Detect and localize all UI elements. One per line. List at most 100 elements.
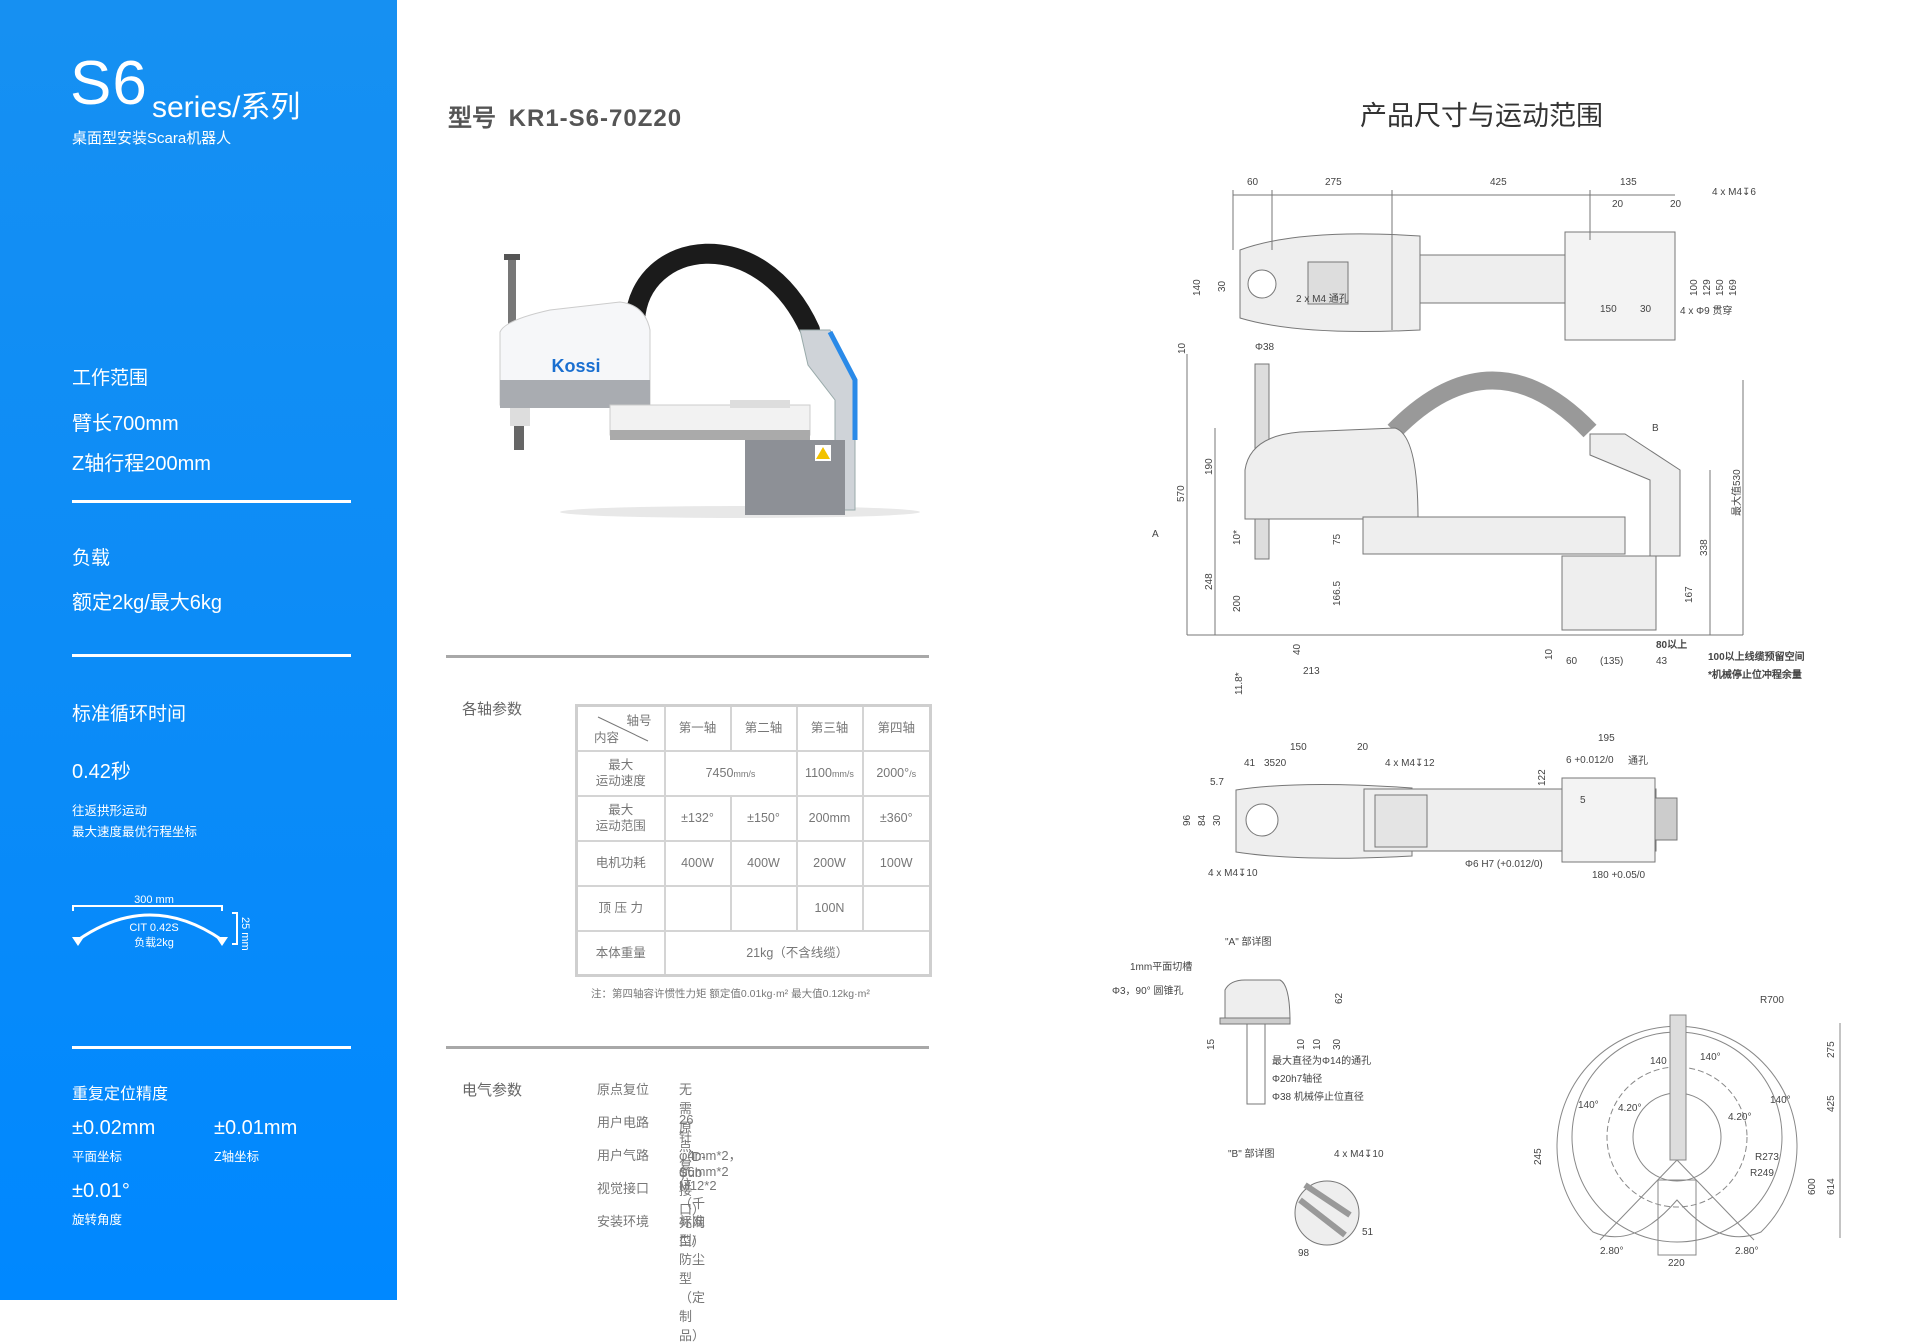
svg-text:150: 150 <box>1600 304 1617 315</box>
workspace-drawing <box>1556 1014 1841 1256</box>
svg-text:5: 5 <box>1580 795 1586 806</box>
repeat-xy-value: ±0.02mm <box>72 1117 156 1139</box>
svg-text:245: 245 <box>1533 1148 1544 1165</box>
detail-a-drawing <box>1219 979 1291 1105</box>
svg-text:10: 10 <box>1312 1038 1323 1050</box>
svg-text:4 x M4↧6: 4 x M4↧6 <box>1712 187 1756 198</box>
svg-text:6 +0.012/0: 6 +0.012/0 <box>1566 755 1614 766</box>
drawings-title: 产品尺寸与运动范围 <box>1360 101 1603 131</box>
svg-text:51: 51 <box>1362 1227 1374 1238</box>
svg-text:最大直径为Φ14的通孔: 最大直径为Φ14的通孔 <box>1272 1054 1371 1067</box>
cell: 200W <box>795 839 864 887</box>
svg-text:200: 200 <box>1232 595 1243 612</box>
svg-text:30: 30 <box>1212 814 1223 826</box>
svg-text:248: 248 <box>1204 573 1215 590</box>
svg-text:80以上: 80以上 <box>1656 638 1687 651</box>
arm-length: 臂长700mm <box>72 413 179 435</box>
corner-axis-label: 轴号 <box>626 714 652 728</box>
repeat-z-label: Z轴坐标 <box>214 1150 260 1164</box>
axis-params-table: 轴号 内容 第一轴 第二轴 第三轴 第四轴 最大运动速度 7450mm/s 11… <box>575 704 932 977</box>
svg-text:100以上线缆预留空间: 100以上线缆预留空间 <box>1708 650 1805 663</box>
svg-text:75: 75 <box>1332 533 1343 545</box>
detail-b-labels: "B" 部详图 4 x M4↧10 51 98 <box>1228 1147 1384 1259</box>
cell <box>729 884 798 932</box>
diagram-load: 负载2kg <box>134 935 174 949</box>
series-name: S6 <box>70 49 148 118</box>
header-axis-2: 第二轴 <box>729 704 798 752</box>
weight-value: 21kg（不含线缆） <box>663 929 932 977</box>
payload-title: 负载 <box>72 548 111 569</box>
svg-text:Φ38: Φ38 <box>1255 342 1275 353</box>
axis-params-title: 各轴参数 <box>462 701 523 718</box>
bottom-view-drawing <box>1235 777 1678 863</box>
svg-text:"B" 部详图: "B" 部详图 <box>1228 1147 1275 1160</box>
svg-text:600: 600 <box>1807 1178 1818 1195</box>
z-stroke: Z轴行程200mm <box>72 453 211 475</box>
svg-text:180 +0.05/0: 180 +0.05/0 <box>1592 870 1646 881</box>
speed-j4: 2000°/s <box>861 749 932 797</box>
cell: 100W <box>861 839 932 887</box>
svg-text:84: 84 <box>1197 814 1208 826</box>
svg-text:150: 150 <box>1290 742 1307 753</box>
cycle-note-2: 最大速度最优行程坐标 <box>72 825 198 839</box>
svg-text:169: 169 <box>1728 279 1739 296</box>
svg-text:140: 140 <box>1192 279 1203 296</box>
svg-text:10*: 10* <box>1232 530 1243 545</box>
svg-text:40: 40 <box>1292 643 1303 655</box>
work-range-title: 工作范围 <box>72 368 149 389</box>
cell: ±150° <box>729 794 798 842</box>
arc-arrow-icon <box>77 913 223 942</box>
svg-text:96: 96 <box>1182 814 1193 826</box>
detail-b-drawing <box>1294 1180 1360 1246</box>
section-divider <box>446 655 929 658</box>
table-note: 注：第四轴容许惯性力矩 额定值0.01kg·m² 最大值0.12kg·m² <box>591 988 870 1000</box>
svg-text:614: 614 <box>1826 1178 1837 1195</box>
svg-text:R700: R700 <box>1760 995 1784 1006</box>
series-suffix: series/系列 <box>152 91 301 124</box>
svg-text:30: 30 <box>1217 280 1228 292</box>
svg-text:220: 220 <box>1668 1258 1685 1269</box>
svg-text:5.7: 5.7 <box>1210 777 1224 788</box>
svg-text:4 x Φ9 贯穿: 4 x Φ9 贯穿 <box>1680 304 1732 317</box>
svg-text:4 x M4↧10: 4 x M4↧10 <box>1334 1149 1384 1160</box>
svg-text:20: 20 <box>1670 199 1682 210</box>
top-view-drawing <box>1232 190 1676 341</box>
table-row: 顶 压 力 100N <box>575 884 932 932</box>
svg-text:140°: 140° <box>1770 1095 1791 1106</box>
header-axis-1: 第一轴 <box>663 704 732 752</box>
svg-text:R249: R249 <box>1750 1168 1774 1179</box>
svg-text:"A" 部详图: "A" 部详图 <box>1225 935 1272 948</box>
svg-text:20: 20 <box>1612 199 1624 210</box>
svg-text:15: 15 <box>1206 1038 1217 1050</box>
divider <box>72 500 351 503</box>
divider <box>72 1046 351 1049</box>
cell: ±360° <box>861 794 932 842</box>
svg-text:Φ3，90° 圆锥孔: Φ3，90° 圆锥孔 <box>1112 985 1183 997</box>
svg-text:10: 10 <box>1544 648 1555 660</box>
svg-text:122: 122 <box>1537 769 1548 786</box>
row-label: 本体重量 <box>575 929 666 977</box>
svg-text:通孔: 通孔 <box>1628 755 1648 767</box>
cell: 400W <box>663 839 732 887</box>
row-label: 电机功耗 <box>575 839 666 887</box>
repeat-r-value: ±0.01° <box>72 1180 130 1202</box>
cycle-title: 标准循环时间 <box>72 704 187 725</box>
svg-text:10: 10 <box>1177 342 1188 354</box>
payload-value: 额定2kg/最大6kg <box>72 592 223 614</box>
divider <box>72 654 351 657</box>
header-axis-3: 第三轴 <box>795 704 864 752</box>
svg-text:98: 98 <box>1298 1248 1310 1259</box>
table-header-row: 轴号 内容 第一轴 第二轴 第三轴 第四轴 <box>575 704 932 752</box>
robot-photo: Kossi <box>499 243 920 518</box>
svg-text:B: B <box>1652 423 1659 434</box>
svg-text:4 x M4↧12: 4 x M4↧12 <box>1385 758 1435 769</box>
cell: 400W <box>729 839 798 887</box>
cell: 200mm <box>795 794 864 842</box>
repeat-xy-label: 平面坐标 <box>72 1150 123 1164</box>
model-name: KR1-S6-70Z20 <box>508 105 683 132</box>
speed-j12: 7450mm/s <box>663 749 798 797</box>
svg-text:Φ6 H7 (+0.012/0): Φ6 H7 (+0.012/0) <box>1465 859 1543 870</box>
